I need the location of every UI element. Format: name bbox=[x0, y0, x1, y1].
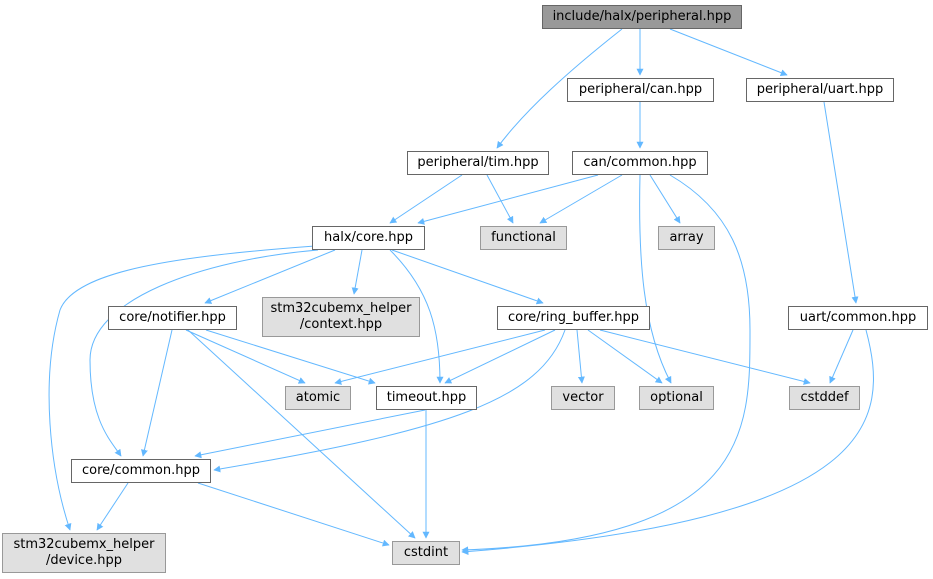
node-can-common-hpp[interactable]: can/common.hpp bbox=[572, 151, 708, 175]
edge-ringbuffer-corecommon bbox=[213, 329, 566, 473]
edge-ringbuffer-atomic bbox=[334, 329, 546, 385]
edge-notifier-atomic bbox=[185, 329, 306, 384]
edge-tim-core bbox=[389, 174, 463, 224]
edge-uartcommon-cstddef bbox=[829, 329, 854, 384]
node-root-peripheral-hpp[interactable]: include/halx/peripheral.hpp bbox=[542, 5, 742, 29]
edge-root-uart bbox=[669, 28, 788, 76]
edge-corecommon-device bbox=[96, 482, 129, 531]
edge-core-device bbox=[48, 245, 316, 531]
edge-core-corecommon bbox=[89, 249, 319, 457]
node-device-hpp[interactable]: stm32cubemx_helper /device.hpp bbox=[2, 533, 166, 573]
edge-ringbuffer-timeout bbox=[444, 329, 556, 384]
node-halx-core-hpp[interactable]: halx/core.hpp bbox=[312, 226, 425, 250]
edge-notifier-timeout bbox=[205, 329, 376, 385]
node-timeout-hpp[interactable]: timeout.hpp bbox=[376, 386, 477, 410]
node-atomic[interactable]: atomic bbox=[285, 386, 351, 410]
node-peripheral-can-hpp[interactable]: peripheral/can.hpp bbox=[567, 78, 714, 102]
node-cstdint[interactable]: cstdint bbox=[392, 541, 460, 565]
node-uart-common-hpp[interactable]: uart/common.hpp bbox=[788, 306, 928, 330]
edge-notifier-corecommon bbox=[141, 329, 173, 457]
edge-uart-uartcommon bbox=[823, 101, 859, 304]
edge-ringbuffer-vector bbox=[576, 329, 585, 384]
edge-timeout-corecommon bbox=[194, 409, 426, 459]
node-peripheral-uart-hpp[interactable]: peripheral/uart.hpp bbox=[746, 78, 894, 102]
node-cstddef[interactable]: cstddef bbox=[789, 386, 860, 410]
node-vector[interactable]: vector bbox=[551, 386, 615, 410]
node-core-common-hpp[interactable]: core/common.hpp bbox=[71, 459, 211, 483]
edge-core-ringbuffer bbox=[391, 249, 544, 305]
node-core-ring-buffer-hpp[interactable]: core/ring_buffer.hpp bbox=[497, 306, 650, 330]
edge-cancommon-core bbox=[417, 174, 599, 225]
edge-notifier-cstdint bbox=[187, 329, 416, 539]
edge-cancommon-cstdint bbox=[461, 174, 751, 554]
node-optional[interactable]: optional bbox=[639, 386, 714, 410]
node-functional[interactable]: functional bbox=[480, 226, 567, 250]
edge-uartcommon-cstdint bbox=[461, 329, 874, 556]
edge-tim-functional bbox=[486, 174, 514, 224]
edge-corecommon-cstdint bbox=[197, 482, 390, 547]
edge-cancommon-functional bbox=[539, 174, 623, 224]
edge-core-timeout bbox=[389, 249, 444, 384]
edge-cancommon-array bbox=[649, 174, 681, 224]
node-peripheral-tim-hpp[interactable]: peripheral/tim.hpp bbox=[407, 151, 549, 175]
node-core-notifier-hpp[interactable]: core/notifier.hpp bbox=[108, 306, 237, 330]
edge-core-notifier bbox=[204, 249, 336, 304]
edge-cancommon-optional bbox=[639, 174, 672, 384]
edge-ringbuffer-optional bbox=[587, 329, 663, 384]
edge-core-context bbox=[351, 249, 363, 295]
edge-root-tim bbox=[496, 28, 623, 149]
edge-ringbuffer-cstddef bbox=[599, 329, 811, 385]
node-context-hpp[interactable]: stm32cubemx_helper /context.hpp bbox=[262, 297, 420, 337]
node-array[interactable]: array bbox=[658, 226, 715, 250]
